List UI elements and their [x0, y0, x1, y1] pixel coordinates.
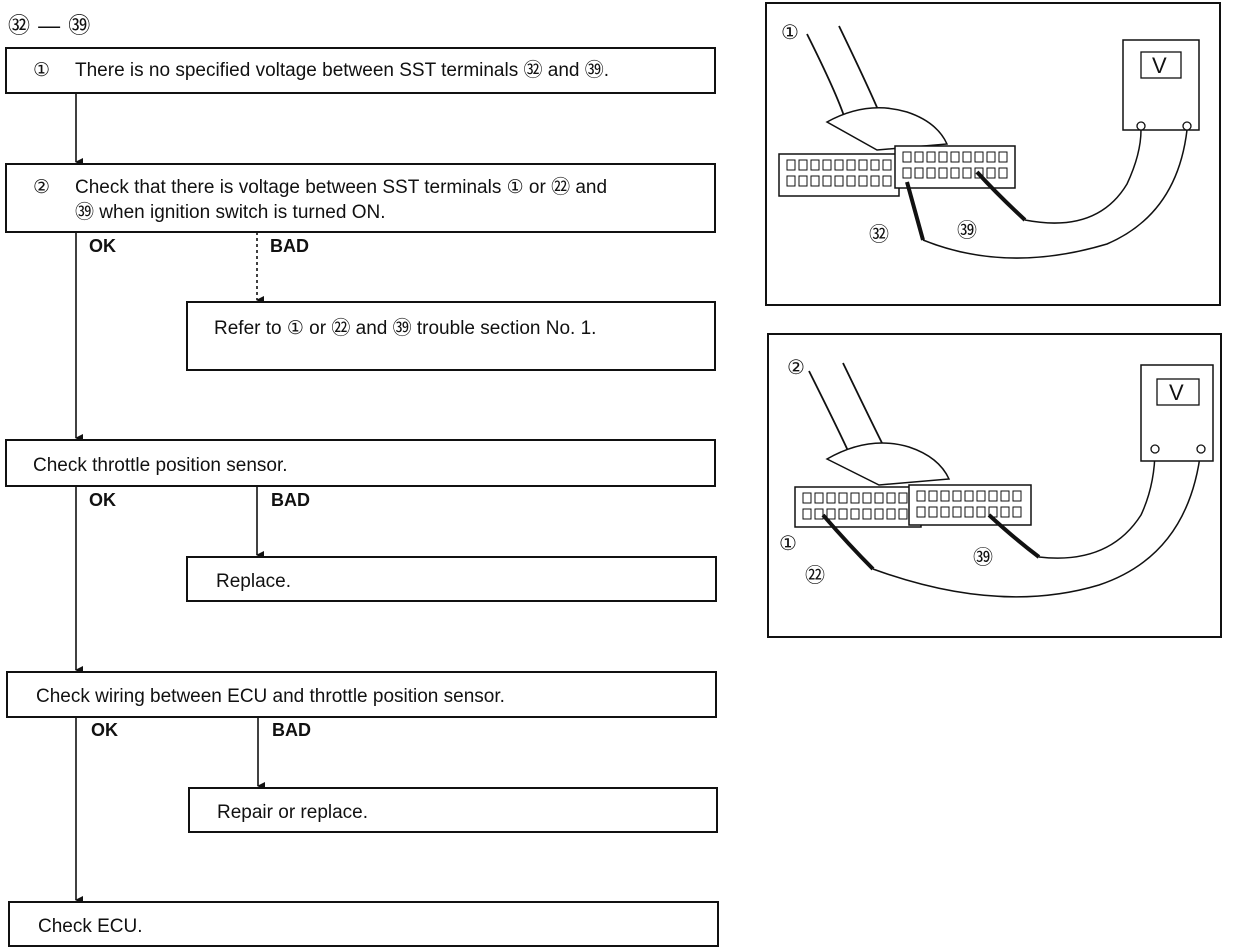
replace-box: Replace. — [186, 556, 717, 602]
replace-text: Replace. — [216, 571, 291, 592]
repair-text: Repair or replace. — [217, 802, 369, 823]
figure-2-terminal-b: ㉒ — [805, 565, 825, 587]
ok-label-3: OK — [91, 720, 118, 740]
repair-box: Repair or replace. — [188, 787, 718, 833]
step-box-1: ① There is no specified voltage between … — [5, 47, 716, 94]
figure-1-illustration — [778, 25, 1200, 259]
refer-box: Refer to ① or ㉒ and ㊴ trouble section No… — [186, 301, 716, 371]
figure-2-panel: ② V ① ㉒ ㊴ — [767, 333, 1222, 638]
step-text-4: Check wiring between ECU and throttle po… — [36, 686, 505, 707]
figure-2-number: ② — [787, 357, 805, 379]
figure-1-terminal-a: ㉜ — [869, 224, 889, 246]
step-box-3: Check throttle position sensor. — [5, 439, 716, 487]
bad-label-2: BAD — [271, 490, 310, 510]
connector-left-icon — [794, 486, 922, 528]
figure-1-number: ① — [781, 22, 799, 44]
step-box-5: Check ECU. — [8, 901, 719, 947]
figure-2-terminal-a: ① — [779, 533, 797, 555]
step-box-4: Check wiring between ECU and throttle po… — [6, 671, 717, 718]
step-number-2: ② — [33, 177, 51, 198]
step-number-1: ① — [33, 60, 51, 81]
refer-text: Refer to ① or ㉒ and ㊴ trouble section No… — [214, 318, 597, 339]
ok-label-2: OK — [89, 490, 116, 510]
bad-label-3: BAD — [272, 720, 311, 740]
step-box-2: ② Check that there is voltage between SS… — [5, 163, 716, 233]
section-title: ㉜ — ㊴ — [8, 13, 92, 38]
figure-2-meter-label: V — [1169, 380, 1184, 405]
step-text-2-line-1: Check that there is voltage between SST … — [75, 177, 608, 198]
step-text-1: There is no specified voltage between SS… — [75, 60, 610, 81]
step-text-2-line-2: ㊴ when ignition switch is turned ON. — [75, 202, 386, 223]
figure-1-meter-label: V — [1152, 53, 1167, 78]
figure-2-illustration — [794, 362, 1214, 598]
step-text-5: Check ECU. — [38, 916, 143, 937]
figure-2-terminal-c: ㊴ — [973, 547, 993, 569]
bad-label-1: BAD — [270, 236, 309, 256]
step-text-3: Check throttle position sensor. — [33, 455, 288, 476]
figure-1-terminal-b: ㊴ — [957, 220, 977, 242]
ok-label-1: OK — [89, 236, 116, 256]
figure-1-panel: ① V ㉜ ㊴ — [765, 2, 1221, 306]
